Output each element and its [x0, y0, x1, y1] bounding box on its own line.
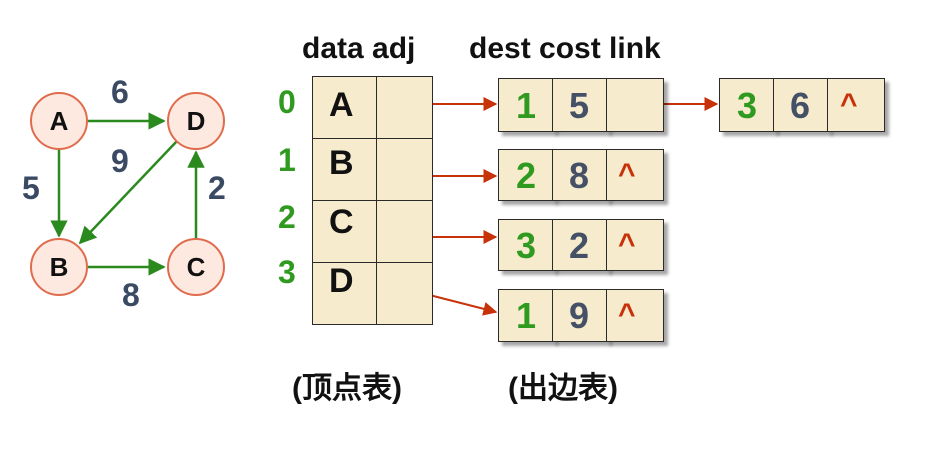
cost-cell [552, 289, 608, 342]
cost-cell [552, 78, 608, 132]
edge-table-caption: (出边表) [508, 372, 618, 405]
link-cell [606, 289, 664, 342]
vertex-adj-cell [376, 262, 433, 325]
cost-value: 2 [569, 225, 590, 266]
vertex-table-caption: (顶点表) [292, 372, 402, 405]
node-c: C [167, 238, 225, 296]
link-cell [606, 78, 664, 132]
cost-value: 6 [790, 85, 811, 126]
vertex-data-cell [312, 76, 378, 140]
vertex-name: C [329, 203, 354, 241]
vertex-adj-cell [376, 200, 433, 264]
link-value: ^ [840, 88, 858, 121]
dest-cell [498, 149, 554, 201]
vertex-index: 1 [278, 142, 296, 178]
svg-text:A: A [50, 106, 69, 136]
dest-cell [719, 78, 775, 132]
edge-d-b [78, 140, 178, 245]
dest-value: 1 [516, 85, 537, 126]
vertex-adj-cell [376, 76, 433, 140]
header-dest-cost-link: dest cost link [469, 32, 661, 65]
vertex-index: 3 [278, 254, 296, 290]
cost-cell [773, 78, 829, 132]
dest-value: 3 [737, 85, 758, 126]
node-a: A [30, 92, 88, 150]
dest-value: 1 [516, 295, 537, 336]
dest-value: 3 [516, 225, 537, 266]
link-value: ^ [618, 298, 636, 331]
vertex-index: 0 [278, 84, 296, 120]
cost-value: 5 [569, 85, 590, 126]
cost-cell [552, 219, 608, 271]
link-value: ^ [618, 158, 636, 191]
link-value: ^ [618, 228, 636, 261]
link-cell [606, 219, 664, 271]
vertex-name: D [329, 262, 354, 300]
node-d: D [167, 92, 225, 150]
link-cell [606, 149, 664, 201]
svg-text:C: C [187, 252, 206, 282]
svg-text:D: D [187, 106, 206, 136]
weight-d-b: 9 [111, 143, 129, 179]
weight-b-c: 8 [122, 277, 140, 313]
vertex-data-cell [312, 138, 378, 202]
vertex-adj-cell [376, 138, 433, 202]
cost-value: 8 [569, 155, 590, 196]
node-b: B [30, 238, 88, 296]
dest-value: 2 [516, 155, 537, 196]
vertex-name: B [329, 144, 354, 182]
weight-c-d: 2 [208, 170, 226, 206]
svg-text:B: B [50, 252, 69, 282]
cost-cell [552, 149, 608, 201]
weight-a-d: 6 [111, 74, 129, 110]
vertex-name: A [329, 86, 354, 124]
dest-cell [498, 289, 554, 342]
cost-value: 9 [569, 295, 590, 336]
vertex-data-cell [312, 262, 378, 325]
vertex-index: 2 [278, 199, 296, 235]
header-data-adj: data adj [302, 32, 416, 65]
dest-cell [498, 219, 554, 271]
link-cell [827, 78, 885, 132]
weight-a-b: 5 [22, 170, 40, 206]
